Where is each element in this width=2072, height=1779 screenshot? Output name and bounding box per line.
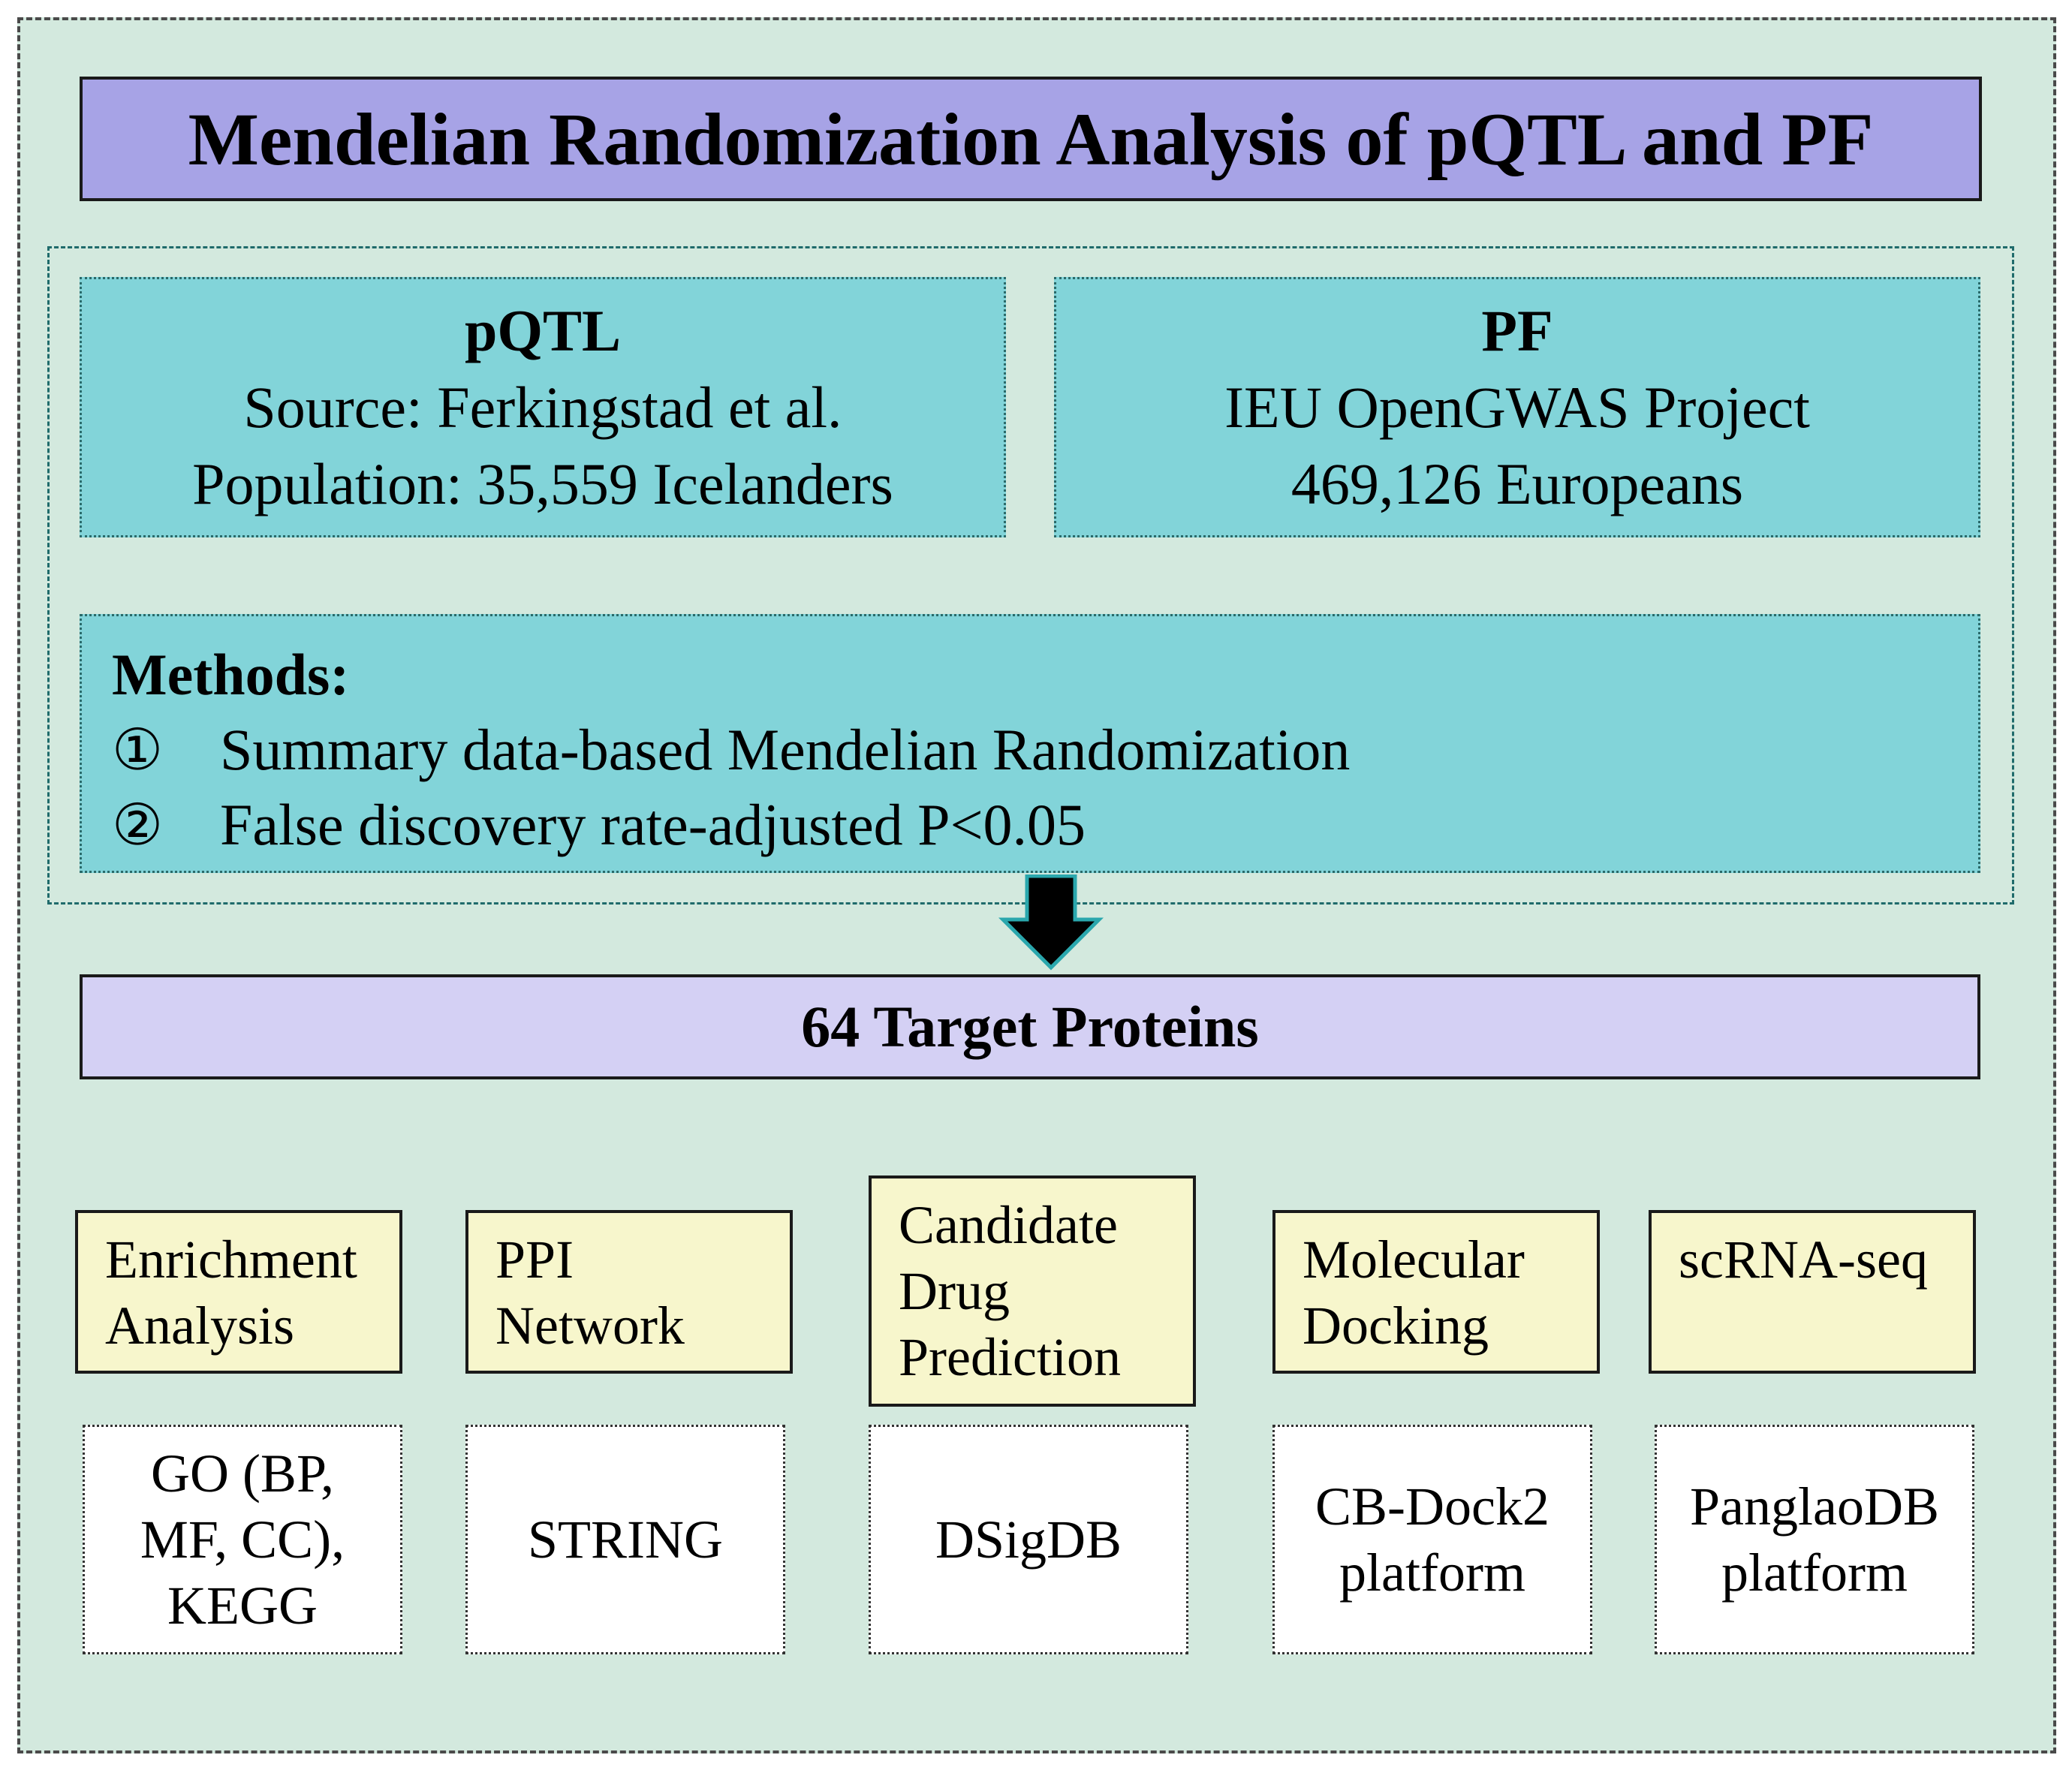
tool-box-go-kegg: GO (BP, MF, CC), KEGG xyxy=(83,1425,402,1654)
tool-label-line: GO (BP, xyxy=(150,1443,335,1504)
tool-box-cb-dock2: CB-Dock2 platform xyxy=(1272,1425,1592,1654)
tool-label-line: platform xyxy=(1721,1543,1908,1603)
analysis-label-line: Molecular xyxy=(1303,1230,1525,1290)
pqtl-population: Population: 35,559 Icelanders xyxy=(192,450,893,516)
tool-label-line: CB-Dock2 xyxy=(1315,1476,1549,1537)
target-proteins-box: 64 Target Proteins xyxy=(80,974,1980,1079)
analysis-box-docking: Molecular Docking xyxy=(1272,1210,1600,1374)
methods-heading: Methods: xyxy=(112,642,350,707)
analysis-box-enrichment: Enrichment Analysis xyxy=(75,1210,402,1374)
analysis-label-line: Candidate xyxy=(899,1195,1118,1255)
pqtl-source-box: pQTL Source: Ferkingstad et al. Populati… xyxy=(80,277,1006,537)
methods-box: Methods: ① Summary data-based Mendelian … xyxy=(80,614,1980,873)
pqtl-heading: pQTL xyxy=(464,297,622,363)
tool-label-line: DSigDB xyxy=(935,1510,1122,1570)
diagram-title: Mendelian Randomization Analysis of pQTL… xyxy=(80,77,1982,201)
pqtl-source: Source: Ferkingstad et al. xyxy=(243,374,842,440)
analysis-label-line: Enrichment xyxy=(105,1230,357,1290)
pf-population: 469,126 Europeans xyxy=(1290,450,1744,516)
method-item: ① Summary data-based Mendelian Randomiza… xyxy=(112,712,1978,787)
method-item: ② False discovery rate-adjusted P<0.05 xyxy=(112,787,1978,862)
pf-source: IEU OpenGWAS Project xyxy=(1224,374,1810,440)
tool-box-panglaodb: PanglaoDB platform xyxy=(1655,1425,1974,1654)
tool-label-line: MF, CC), xyxy=(140,1510,345,1570)
pf-source-box: PF IEU OpenGWAS Project 469,126 European… xyxy=(1054,277,1980,537)
tool-label-line: PanglaoDB xyxy=(1690,1476,1939,1537)
tool-box-string: STRING xyxy=(465,1425,785,1654)
analysis-box-ppi: PPI Network xyxy=(465,1210,793,1374)
analysis-label-line: Prediction xyxy=(899,1327,1121,1387)
method-text: Summary data-based Mendelian Randomizati… xyxy=(220,717,1351,782)
pf-heading: PF xyxy=(1481,297,1553,363)
down-arrow-icon xyxy=(998,874,1104,971)
tool-box-dsigdb: DSigDB xyxy=(869,1425,1188,1654)
analysis-label-line: Drug xyxy=(899,1261,1010,1321)
analysis-label-line: scRNA-seq xyxy=(1679,1230,1928,1290)
analysis-label-line: Analysis xyxy=(105,1296,294,1356)
tool-label-line: platform xyxy=(1339,1543,1525,1603)
method-marker: ② xyxy=(112,791,164,858)
analysis-box-drug-prediction: Candidate Drug Prediction xyxy=(869,1175,1196,1407)
method-marker: ① xyxy=(112,716,164,783)
analysis-label-line: Docking xyxy=(1303,1296,1489,1356)
tool-label-line: KEGG xyxy=(167,1576,318,1636)
analysis-label-line: PPI xyxy=(495,1230,574,1290)
tool-label-line: STRING xyxy=(527,1510,723,1570)
method-text: False discovery rate-adjusted P<0.05 xyxy=(220,792,1086,857)
analysis-box-scrnaseq: scRNA-seq xyxy=(1649,1210,1976,1374)
analysis-label-line: Network xyxy=(495,1296,685,1356)
